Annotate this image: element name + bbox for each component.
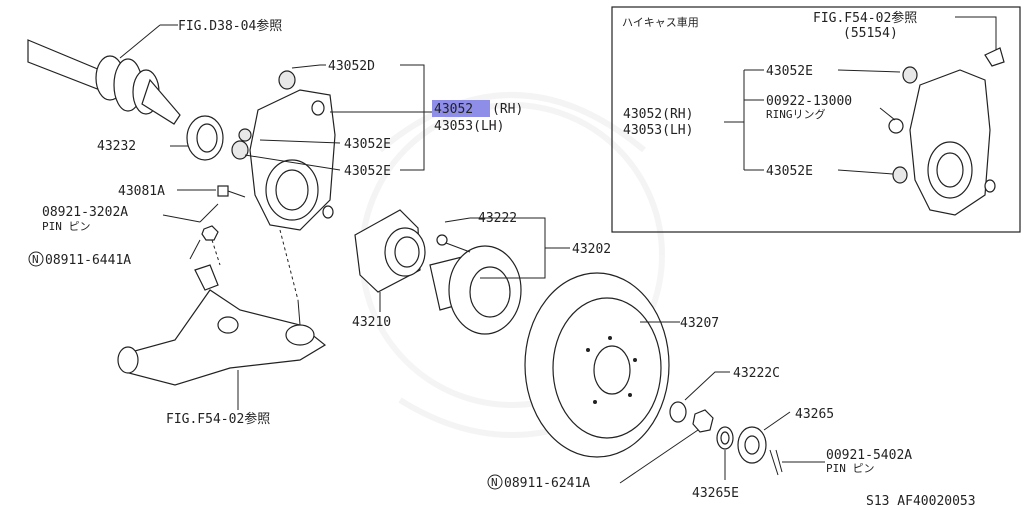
- nut-marker-2: N: [487, 474, 503, 490]
- dashed-guide-1: [279, 229, 299, 301]
- label-43222[interactable]: 43222: [478, 211, 517, 226]
- label-fig-f54[interactable]: FIG.F54-02参照: [166, 411, 270, 427]
- pin-drawing: [199, 203, 219, 223]
- label-43052e-a[interactable]: 43052E: [344, 137, 391, 152]
- cap-43265-drawing: [737, 426, 767, 464]
- seal-43232-drawing: [186, 115, 224, 161]
- label-rh-suffix: (RH): [492, 102, 523, 117]
- bolt-43081a-drawing: [217, 185, 246, 198]
- lower-arm-drawing: [117, 264, 327, 386]
- label-43210[interactable]: 43210: [352, 315, 391, 330]
- inset-knuckle-drawing: [888, 30, 1005, 216]
- selected-part-highlight[interactable]: [432, 100, 490, 117]
- label-pin-2: PIN ピン: [826, 462, 875, 475]
- hub-43202-drawing: [429, 234, 522, 335]
- label-43052-rh[interactable]: 43052: [434, 102, 473, 117]
- label-08921-3202a[interactable]: 08921-3202A: [42, 205, 128, 220]
- label-43232[interactable]: 43232: [97, 139, 136, 154]
- nut-marker-1: N: [28, 251, 44, 267]
- inset-title: ハイキャス車用: [622, 15, 699, 29]
- inset-label-43052e-top[interactable]: 43052E: [766, 64, 813, 79]
- cap-43222c-drawing: [669, 401, 687, 423]
- leader-lines: [160, 24, 825, 484]
- label-43052e-b[interactable]: 43052E: [344, 164, 391, 179]
- inset-label-00922[interactable]: 00922-13000: [766, 94, 852, 109]
- inset-label-55154[interactable]: (55154): [843, 26, 898, 41]
- inset-label-ring: RINGリング: [766, 107, 826, 121]
- label-08911-6241a[interactable]: 08911-6241A: [504, 476, 590, 491]
- nut-6441a-drawing: [201, 225, 219, 241]
- svg-text:N: N: [491, 476, 498, 489]
- label-43207[interactable]: 43207: [680, 316, 719, 331]
- washer-43265e-drawing: [716, 426, 734, 450]
- dashed-guide-2: [211, 239, 221, 266]
- label-fig-d38[interactable]: FIG.D38-04参照: [178, 18, 282, 34]
- label-pin-1: PIN ピン: [42, 220, 91, 233]
- inset-label-43053-lh[interactable]: 43053(LH): [623, 123, 693, 138]
- label-08911-6441a[interactable]: 08911-6441A: [45, 253, 131, 268]
- pin-5402a-drawing: [769, 449, 783, 476]
- drive-shaft-drawing: [27, 24, 181, 125]
- label-00921-5402a[interactable]: 00921-5402A: [826, 448, 912, 463]
- nut-6241a-drawing: [692, 409, 714, 433]
- inset-label-43052e-bot[interactable]: 43052E: [766, 164, 813, 179]
- label-43265[interactable]: 43265: [795, 407, 834, 422]
- label-43202[interactable]: 43202: [572, 242, 611, 257]
- diagram-code: S13 AF40020053: [866, 494, 976, 509]
- label-43081a[interactable]: 43081A: [118, 184, 165, 199]
- inset-label-fig-f54[interactable]: FIG.F54-02参照: [813, 10, 917, 26]
- label-43052d[interactable]: 43052D: [328, 59, 375, 74]
- inset-frame: [611, 6, 1021, 233]
- label-43265e[interactable]: 43265E: [692, 486, 739, 501]
- disc-43207-drawing: [524, 272, 670, 458]
- inset-label-43052-rh[interactable]: 43052(RH): [623, 107, 693, 122]
- label-43222c[interactable]: 43222C: [733, 366, 780, 381]
- label-43053-lh[interactable]: 43053(LH): [434, 119, 504, 134]
- inset-leaders: [724, 16, 997, 175]
- knuckle-drawing: [231, 70, 336, 231]
- bearing-43210-drawing: [354, 209, 426, 293]
- svg-text:N: N: [32, 253, 39, 266]
